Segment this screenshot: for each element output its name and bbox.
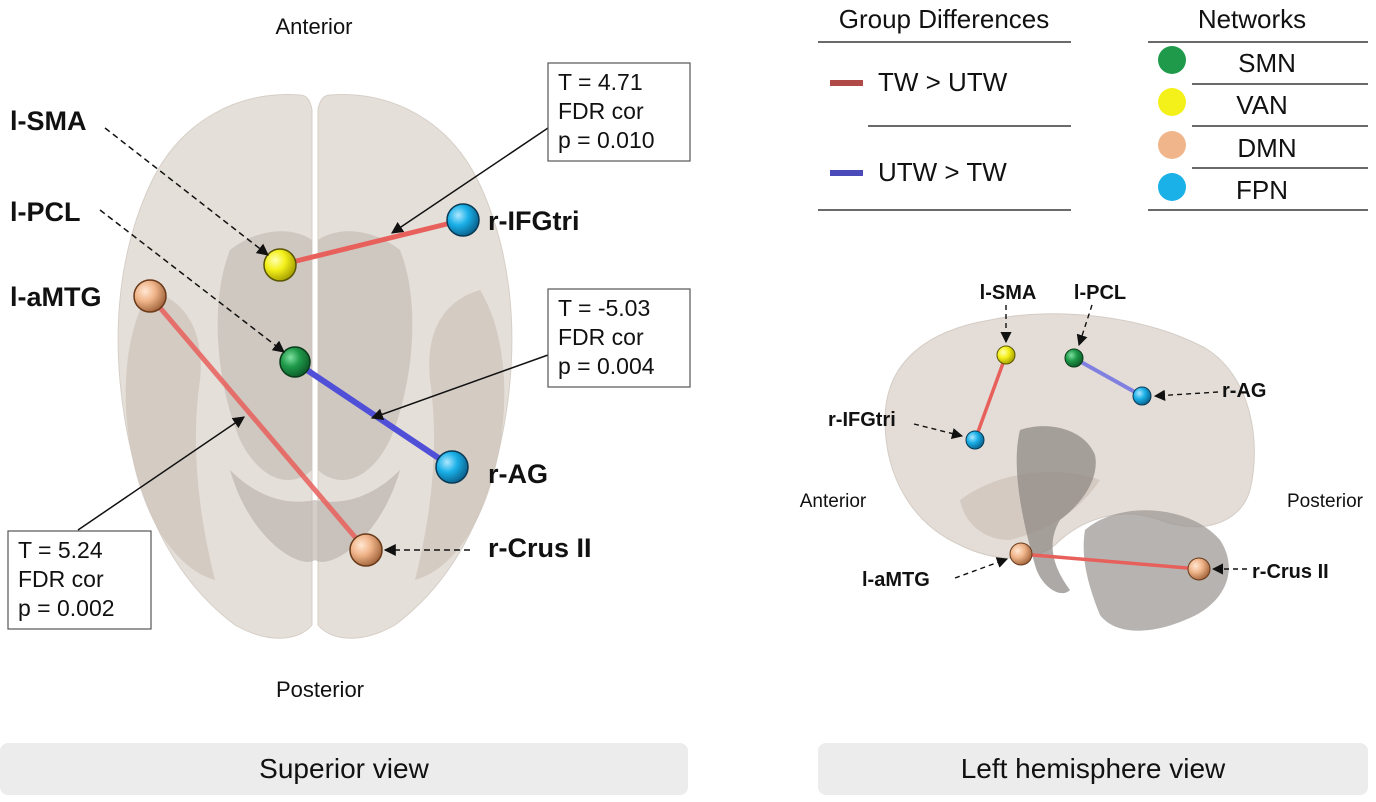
edge-amtg-crus <box>147 293 369 553</box>
left-hemisphere-caption-text: Left hemisphere view <box>960 753 1226 784</box>
sag-edge-sma-ifgtri <box>973 353 1008 442</box>
superior-view-caption: Superior view <box>0 743 688 795</box>
stat-box-2: T = -5.03 FDR cor p = 0.004 <box>547 288 691 388</box>
legend-networks-title: Networks <box>1198 4 1306 34</box>
stat-box-3: T = 5.24 FDR cor p = 0.002 <box>7 530 152 630</box>
node-r-ifgtri[interactable] <box>446 203 480 237</box>
stat-3-t: T = 5.24 <box>18 537 103 563</box>
sag-label-r-crus: r-Crus II <box>1252 561 1329 583</box>
pointer-stat-1 <box>391 127 549 234</box>
pointer-stat-3 <box>77 416 245 531</box>
stat-2-t: T = -5.03 <box>558 295 650 321</box>
pointer-stat-2 <box>370 354 549 421</box>
legend-group-title: Group Differences <box>839 4 1050 34</box>
sag-edge-pcl-ag <box>1072 356 1144 398</box>
legend-swatch-dmn <box>1158 131 1186 159</box>
stat-2-p: p = 0.004 <box>558 353 655 379</box>
edge-sma-ifgtri <box>277 217 466 268</box>
sag-pointer-l-pcl <box>1076 304 1093 347</box>
pointer-l-pcl <box>99 209 285 353</box>
sag-label-l-amtg: l-aMTG <box>862 569 930 591</box>
superior-brain <box>117 93 513 639</box>
stat-2-fdr: FDR cor <box>558 324 644 350</box>
sag-node-l-pcl[interactable] <box>1064 348 1084 368</box>
sag-label-l-pcl: l-PCL <box>1074 282 1126 304</box>
figure-canvas: Anterior Posterior l-SMA l-PCL l-aMTG r-… <box>7 4 1368 702</box>
sag-node-r-crus[interactable] <box>1187 557 1211 581</box>
pointer-l-sma <box>104 127 269 256</box>
sag-label-r-ifgtri: r-IFGtri <box>828 409 896 431</box>
legend-label-van: VAN <box>1236 90 1288 120</box>
node-l-pcl[interactable] <box>279 346 311 378</box>
stat-1-fdr: FDR cor <box>558 98 644 124</box>
label-r-ifgtri: r-IFGtri <box>488 206 580 236</box>
sag-posterior-label: Posterior <box>1287 491 1364 512</box>
left-temporal-lobe <box>125 290 215 580</box>
sag-pointer-r-ag <box>1153 389 1219 401</box>
legend-label-smn: SMN <box>1238 48 1296 78</box>
stat-3-p: p = 0.002 <box>18 595 115 621</box>
label-r-crus: r-Crus II <box>488 533 592 563</box>
sag-label-l-sma: l-SMA <box>980 282 1037 304</box>
sag-label-r-ag: r-AG <box>1222 380 1266 402</box>
legend-swatch-fpn <box>1158 173 1186 201</box>
legend-label-utw: UTW > TW <box>878 157 1007 187</box>
superior-anterior-label: Anterior <box>275 14 352 39</box>
sag-node-r-ifgtri[interactable] <box>965 430 985 450</box>
left-hemisphere-caption: Left hemisphere view <box>818 743 1368 795</box>
node-r-crus[interactable] <box>349 533 383 567</box>
superior-posterior-label: Posterior <box>276 677 364 702</box>
legend-swatch-smn <box>1158 46 1186 74</box>
legend-label-tw: TW > UTW <box>878 67 1008 97</box>
node-l-sma[interactable] <box>263 248 297 282</box>
label-r-ag: r-AG <box>488 459 548 489</box>
node-r-ag[interactable] <box>435 450 469 484</box>
sag-node-l-amtg[interactable] <box>1009 542 1033 566</box>
legend-networks: Networks SMN VAN DMN FPN <box>1148 4 1368 211</box>
stat-3-fdr: FDR cor <box>18 566 104 592</box>
label-l-amtg: l-aMTG <box>10 282 102 312</box>
legend-label-dmn: DMN <box>1237 133 1296 163</box>
superior-view-caption-text: Superior view <box>259 753 429 784</box>
node-l-amtg[interactable] <box>133 279 167 313</box>
label-l-pcl: l-PCL <box>10 197 81 227</box>
sag-node-l-sma[interactable] <box>996 345 1016 365</box>
cerebellum-sagittal <box>1083 510 1229 631</box>
legend-group-differences: Group Differences TW > UTW UTW > TW <box>818 4 1071 211</box>
deep-structure-sagittal <box>1016 426 1096 594</box>
label-l-sma: l-SMA <box>10 106 87 136</box>
right-temporal-lobe <box>415 290 505 580</box>
sagittal-brain <box>884 313 1255 631</box>
stat-box-1: T = 4.71 FDR cor p = 0.010 <box>547 62 691 162</box>
sag-node-r-ag[interactable] <box>1132 386 1152 406</box>
stat-1-p: p = 0.010 <box>558 127 655 153</box>
stat-1-t: T = 4.71 <box>558 69 643 95</box>
legend-label-fpn: FPN <box>1236 175 1288 205</box>
sag-pointer-l-amtg <box>954 557 1009 579</box>
deep-structures-right <box>318 231 413 480</box>
sag-anterior-label: Anterior <box>800 491 867 512</box>
sag-edge-amtg-crus <box>1019 552 1201 571</box>
legend-swatch-van <box>1158 88 1186 116</box>
